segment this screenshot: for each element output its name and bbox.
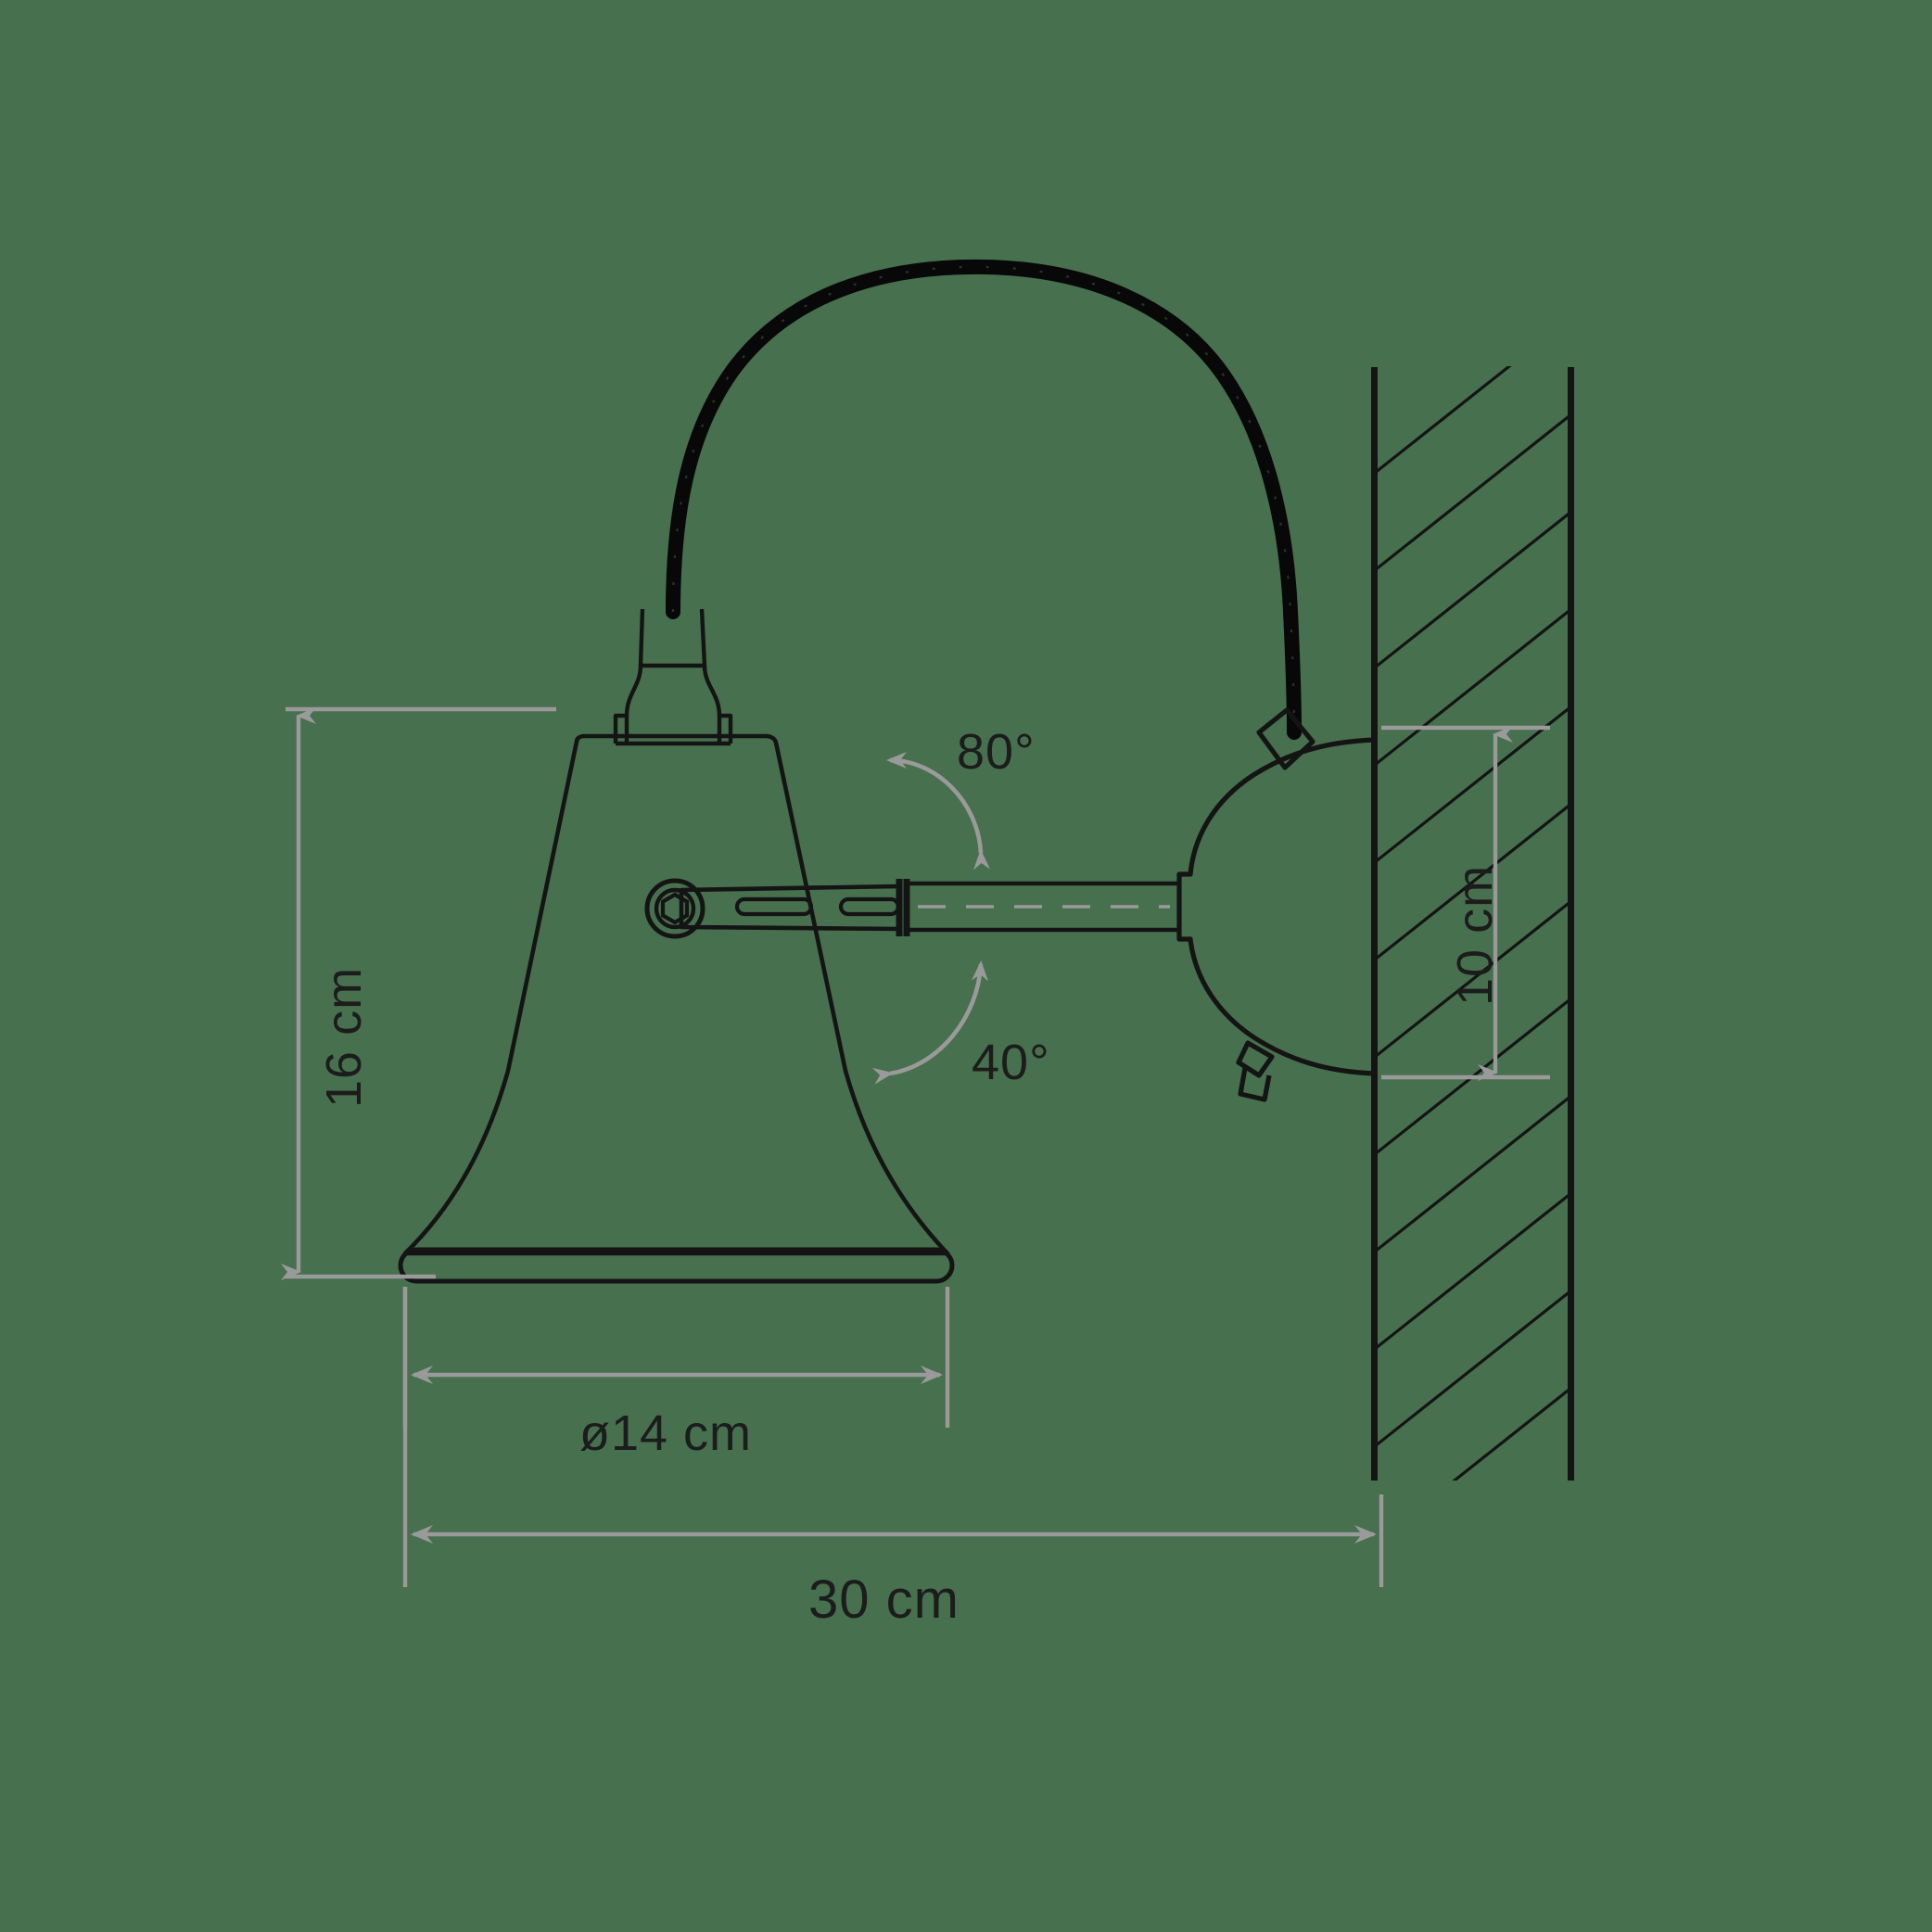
- adjustable-arm: [679, 879, 1179, 936]
- hatched-wall: [1371, 366, 1574, 1481]
- dimension-height-16cm: [281, 706, 556, 1280]
- dimension-bracket-10cm: [1381, 725, 1550, 1081]
- wall-bracket: [1176, 707, 1376, 1102]
- dimension-projection-30cm: [402, 1287, 1384, 1587]
- angle-arc-80: [886, 752, 990, 871]
- twisted-cable: [666, 259, 1302, 740]
- lamp-shade-cone: [402, 733, 950, 1256]
- angle-arc-40: [871, 960, 989, 1085]
- shade-rim: [398, 1247, 955, 1284]
- hex-bolt: [644, 878, 705, 939]
- dimension-label-shade-diameter: ø14 cm: [579, 1405, 753, 1461]
- angle-label-40: 40°: [972, 1035, 1050, 1090]
- wall-hatching: [1373, 366, 1571, 1481]
- dimension-label-bracket-height: 10 cm: [1447, 864, 1503, 1006]
- angle-label-80: 80°: [957, 724, 1036, 780]
- dimension-label-height: 16 cm: [316, 966, 372, 1108]
- dimension-label-projection: 30 cm: [808, 1570, 960, 1630]
- lamp-socket: [613, 608, 733, 746]
